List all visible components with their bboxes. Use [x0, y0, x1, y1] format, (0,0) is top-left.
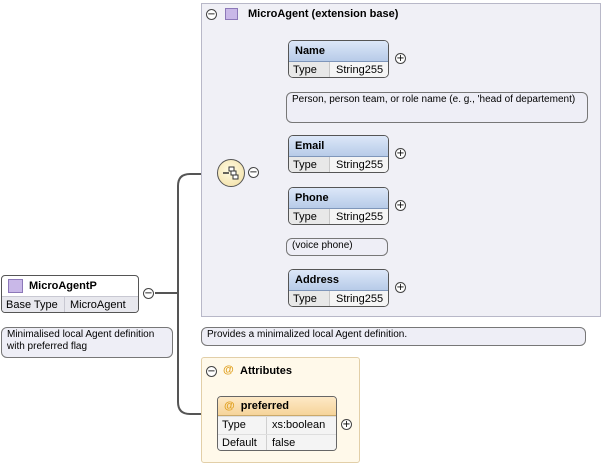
complex-type-icon: [225, 8, 238, 20]
element-phone-type-label: Type: [289, 209, 330, 224]
element-name-type-label: Type: [289, 62, 330, 77]
element-name-label: Name: [289, 41, 388, 62]
extension-base-frame: [201, 3, 601, 317]
element-email-expand-button[interactable]: +: [395, 148, 406, 159]
element-name-expand-button[interactable]: +: [395, 53, 406, 64]
extension-collapse-button[interactable]: −: [206, 9, 217, 20]
branch-to-sequence-line: [177, 173, 217, 187]
attribute-preferred[interactable]: @ preferred Type xs:boolean Default fals…: [217, 396, 337, 451]
extension-note: Provides a minimalized local Agent defin…: [201, 327, 586, 346]
attribute-at-icon: @: [223, 364, 234, 376]
element-address-label: Address: [289, 270, 388, 291]
element-email-type-label: Type: [289, 157, 330, 172]
element-phone-note: (voice phone): [286, 238, 388, 256]
base-type-value: MicroAgent: [70, 299, 126, 311]
extension-title: MicroAgent (extension base): [248, 8, 399, 20]
element-phone[interactable]: Phone Type String255: [288, 187, 389, 225]
element-address-expand-button[interactable]: +: [395, 282, 406, 293]
element-address[interactable]: Address Type String255: [288, 269, 389, 307]
root-note: Minimalised local Agent definition with …: [1, 327, 173, 358]
attribute-default-value: false: [272, 437, 296, 449]
attribute-default-label: Default: [218, 435, 267, 450]
branch-to-attributes-line: [177, 186, 217, 415]
root-element-name: MicroAgentP: [29, 280, 97, 292]
complex-type-icon: [8, 279, 23, 293]
attributes-title: Attributes: [240, 365, 292, 377]
element-phone-label: Phone: [289, 188, 388, 209]
attribute-preferred-name: preferred: [240, 400, 290, 412]
attributes-collapse-button[interactable]: −: [206, 366, 217, 377]
element-address-type-label: Type: [289, 291, 330, 306]
attribute-at-icon: @: [224, 400, 235, 412]
root-element[interactable]: MicroAgentP Base Type MicroAgent: [1, 275, 139, 313]
sequence-collapse-button[interactable]: −: [248, 167, 259, 178]
element-phone-expand-button[interactable]: +: [395, 200, 406, 211]
base-type-label: Base Type: [2, 297, 65, 312]
attribute-type-label: Type: [218, 417, 267, 434]
attribute-type-value: xs:boolean: [272, 419, 326, 431]
element-email-type-value: String255: [330, 157, 388, 172]
attribute-preferred-expand-button[interactable]: +: [341, 419, 352, 430]
element-address-type-value: String255: [330, 291, 388, 306]
element-name-type-value: String255: [330, 62, 388, 77]
sequence-compositor-icon[interactable]: [217, 159, 245, 187]
element-name-note: Person, person team, or role name (e. g.…: [286, 92, 588, 123]
element-phone-type-value: String255: [330, 209, 388, 224]
element-email[interactable]: Email Type String255: [288, 135, 389, 173]
element-email-label: Email: [289, 136, 388, 157]
root-collapse-button[interactable]: −: [143, 288, 154, 299]
element-name[interactable]: Name Type String255: [288, 40, 389, 78]
